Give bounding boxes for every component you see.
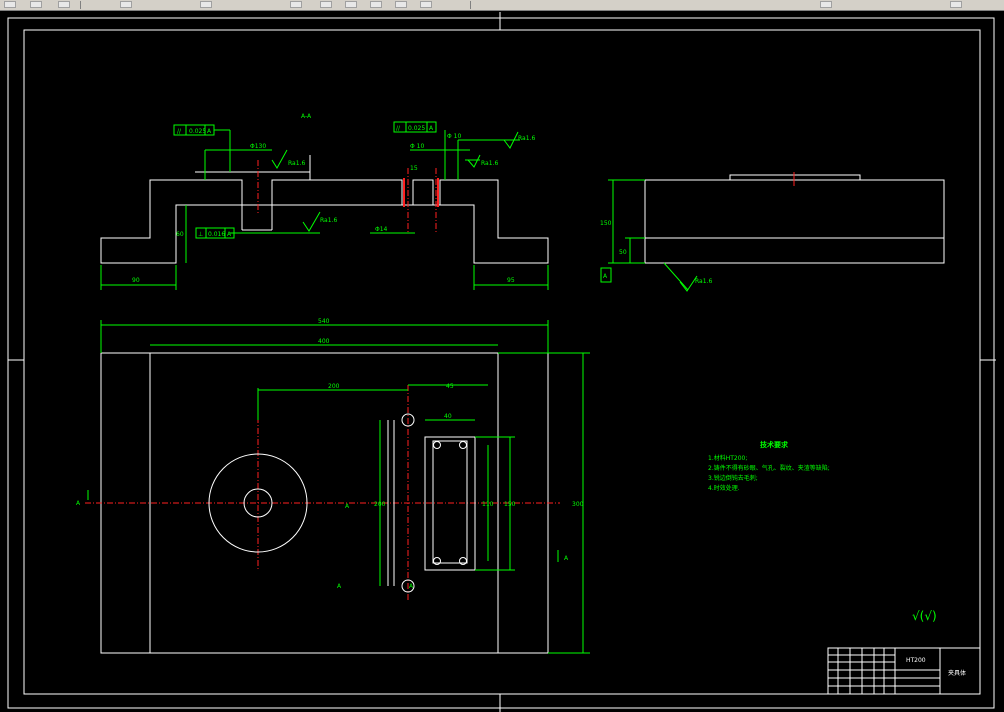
toolbar-button-icon[interactable] (290, 1, 302, 8)
toolbar-button-icon[interactable] (320, 1, 332, 8)
note-line: 2.铸件不得有砂眼、气孔、裂纹、夹渣等缺陷; (708, 464, 830, 472)
note-line: 3.锐边倒钝去毛刺; (708, 474, 758, 482)
dim-hole-spacing: 200 (328, 383, 340, 390)
toolbar-button-icon[interactable] (200, 1, 212, 8)
toolbar-button-icon[interactable] (950, 1, 962, 8)
section-mid2-hatch (412, 179, 434, 206)
dim-right-height: 300 (572, 501, 584, 508)
section-arrow-marker: A (76, 490, 89, 507)
roughness-symbol: Ra1.6 (503, 131, 535, 149)
roughness-symbol: Ra1.6 (302, 211, 337, 232)
dim-right-bore2: Φ 10 (447, 133, 461, 140)
section-arrow-marker: A (557, 550, 569, 562)
tolerance-frame: // 0.025 A (173, 124, 231, 172)
svg-text:0.025: 0.025 (189, 128, 206, 135)
svg-text:A: A (429, 125, 434, 132)
dim-hole-gap: 45 (446, 383, 454, 390)
svg-text:⊥: ⊥ (198, 231, 203, 238)
dim-height-small: 15 (410, 165, 418, 172)
section-arrow-marker: A (409, 583, 414, 590)
svg-text:A: A (564, 555, 569, 562)
cad-toolbar (0, 0, 1004, 11)
dim-side-height: 150 (600, 220, 612, 227)
toolbar-button-icon[interactable] (420, 1, 432, 8)
title-part-name: 夹具体 (948, 669, 966, 677)
svg-text://: // (177, 128, 182, 135)
section-mid-hatch (271, 179, 403, 206)
svg-text:Ra1.6: Ra1.6 (288, 160, 305, 167)
dim-left-bore: Φ130 (250, 143, 266, 150)
dim-overall-width: 540 (318, 318, 330, 325)
svg-text:0.016: 0.016 (208, 231, 225, 238)
tolerance-frame: // 0.025 A (393, 121, 437, 133)
dim-slot-w: 40 (444, 413, 452, 420)
title-material: HT200 (906, 657, 926, 664)
dim-pin-span: 200 (374, 501, 386, 508)
dim-slot-outer: 150 (504, 501, 516, 508)
side-view[interactable]: 150 50 A Ra1.6 (600, 172, 945, 292)
svg-text:Ra1.6: Ra1.6 (518, 135, 535, 142)
toolbar-button-icon[interactable] (58, 1, 70, 8)
svg-text:A: A (337, 583, 342, 590)
dim-side-lower: 50 (619, 249, 627, 256)
section-view[interactable]: // 0.025 A // 0.025 A ⊥ 0.016 A Ra1.6 (100, 113, 549, 290)
general-roughness-mark: √(√) (912, 609, 937, 623)
section-left-hatch (100, 179, 243, 264)
datum-a-label: A (603, 273, 608, 280)
outer-border (7, 17, 995, 709)
toolbar-button-icon[interactable] (820, 1, 832, 8)
toolbar-separator (470, 1, 471, 9)
svg-text:A: A (409, 583, 414, 590)
svg-text:Ra1.6: Ra1.6 (481, 160, 498, 167)
svg-text:A: A (76, 500, 81, 507)
plan-view[interactable]: 540 400 200 45 40 110 150 200 300 A A A … (76, 318, 590, 654)
section-right-hatch (439, 179, 549, 264)
roughness-symbol: Ra1.6 (271, 149, 305, 169)
tolerance-frame: ⊥ 0.016 A (195, 227, 235, 239)
toolbar-button-icon[interactable] (345, 1, 357, 8)
technical-notes: 技术要求 1.材料HT200; 2.铸件不得有砂眼、气孔、裂纹、夹渣等缺陷; 3… (708, 440, 830, 492)
svg-text://: // (396, 125, 401, 132)
dim-left-flange: 90 (132, 277, 140, 284)
section-arrow-marker: A (345, 503, 350, 510)
svg-text:Ra1.6: Ra1.6 (695, 278, 712, 285)
toolbar-button-icon[interactable] (30, 1, 42, 8)
toolbar-button-icon[interactable] (395, 1, 407, 8)
toolbar-button-icon[interactable] (4, 1, 16, 8)
inner-frame (23, 29, 981, 695)
section-title: A-A (301, 113, 312, 120)
svg-text:A: A (207, 128, 212, 135)
roughness-symbol: Ra1.6 (467, 154, 498, 168)
toolbar-button-icon[interactable] (120, 1, 132, 8)
svg-text:0.025: 0.025 (408, 125, 425, 132)
dim-inner-width: 400 (318, 338, 330, 345)
notes-title: 技术要求 (760, 440, 789, 449)
dim-left-depth: 60 (176, 231, 184, 238)
svg-text:A: A (227, 231, 232, 238)
svg-text:A: A (345, 503, 350, 510)
dim-right-flange: 95 (507, 277, 515, 284)
svg-text:Ra1.6: Ra1.6 (320, 217, 337, 224)
title-block[interactable]: HT200 夹具体 (827, 647, 981, 695)
note-line: 4.时效处理. (708, 484, 740, 492)
dim-slot: Φ14 (375, 226, 388, 233)
note-line: 1.材料HT200; (708, 454, 747, 462)
dim-right-bore: Φ 10 (410, 143, 424, 150)
dim-slot-h: 110 (482, 501, 494, 508)
center-marks (8, 12, 996, 712)
toolbar-separator (80, 1, 81, 9)
toolbar-button-icon[interactable] (370, 1, 382, 8)
section-arrow-marker: A (337, 583, 342, 590)
